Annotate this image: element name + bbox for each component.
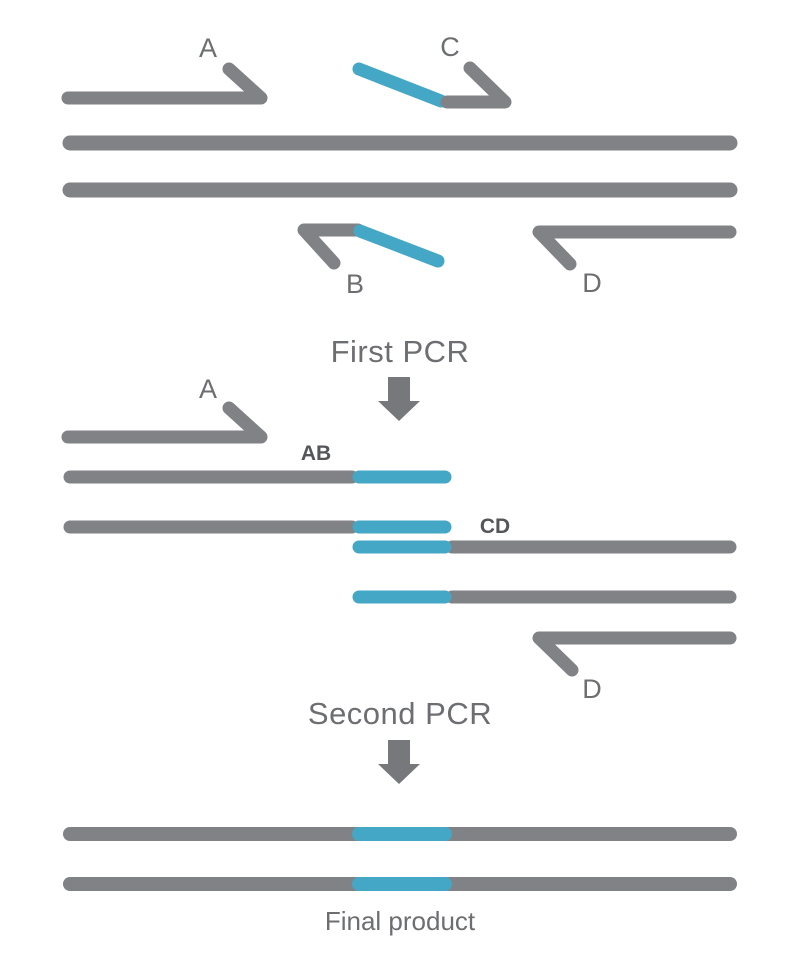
primer-c [440, 61, 512, 109]
primer-b-overlap-tail [353, 224, 445, 268]
primer-c-overlap-tail [352, 62, 448, 108]
second-pcr-step: Second PCR [308, 696, 492, 784]
product-cd-label: CD [480, 515, 510, 538]
primer-d2-label: D [582, 674, 602, 704]
intermediate-section: A AB CD D [61, 374, 737, 704]
final-product-section: Final product [63, 827, 737, 936]
primer-a-label: A [199, 33, 217, 63]
down-arrow-icon [378, 377, 420, 421]
primer-a [61, 62, 268, 105]
primer-b-label: B [346, 269, 364, 299]
primer-a2-label: A [199, 374, 217, 404]
primer-d [532, 225, 737, 271]
template-section: A C B D [61, 32, 738, 299]
primer-c-label: C [440, 32, 460, 62]
primer-a2 [61, 401, 268, 444]
primer-d2 [532, 631, 737, 677]
second-pcr-label: Second PCR [308, 696, 492, 731]
product-ab-label: AB [301, 442, 331, 465]
down-arrow-icon-2 [378, 740, 420, 784]
final-product-label: Final product [325, 906, 476, 936]
primer-b [297, 223, 365, 270]
first-pcr-label: First PCR [331, 334, 470, 369]
first-pcr-step: First PCR [331, 334, 470, 421]
primer-d-label: D [582, 268, 602, 298]
